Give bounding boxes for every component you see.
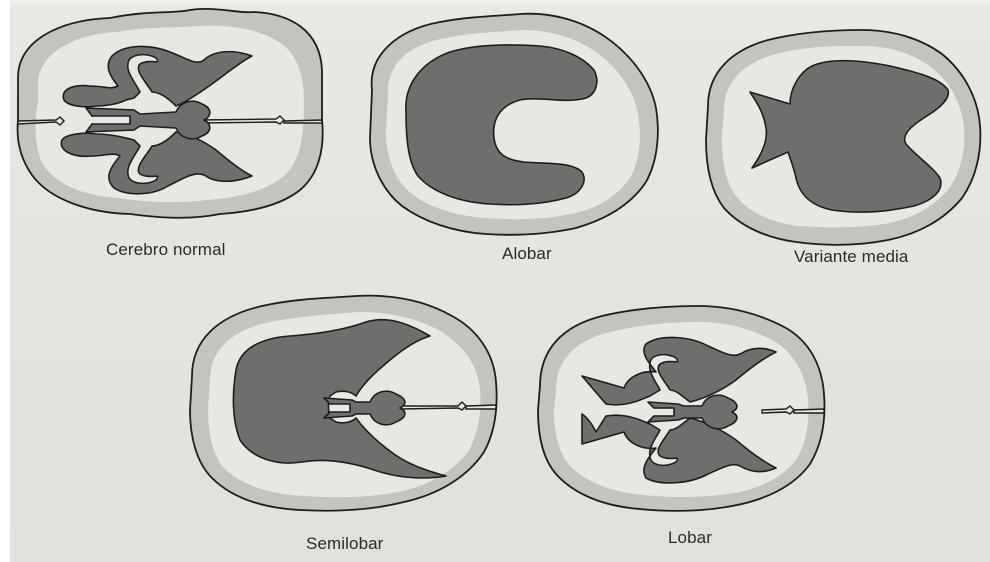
- label-lobar: Lobar: [668, 528, 712, 548]
- label-semilobar: Semilobar: [306, 534, 383, 554]
- normal-fissure-right-outer: [284, 120, 322, 123]
- panel-lobar: [538, 306, 824, 511]
- lobar-fissure-outer: [794, 409, 824, 413]
- panel-alobar: [370, 14, 658, 235]
- label-variante-media: Variante media: [794, 247, 908, 267]
- label-cerebro-normal: Cerebro normal: [106, 240, 226, 260]
- label-alobar: Alobar: [502, 244, 552, 264]
- panel-variante: [706, 30, 980, 245]
- semilobar-fissure-outer: [466, 405, 496, 409]
- panel-semilobar: [190, 296, 497, 511]
- panel-normal: [18, 9, 323, 218]
